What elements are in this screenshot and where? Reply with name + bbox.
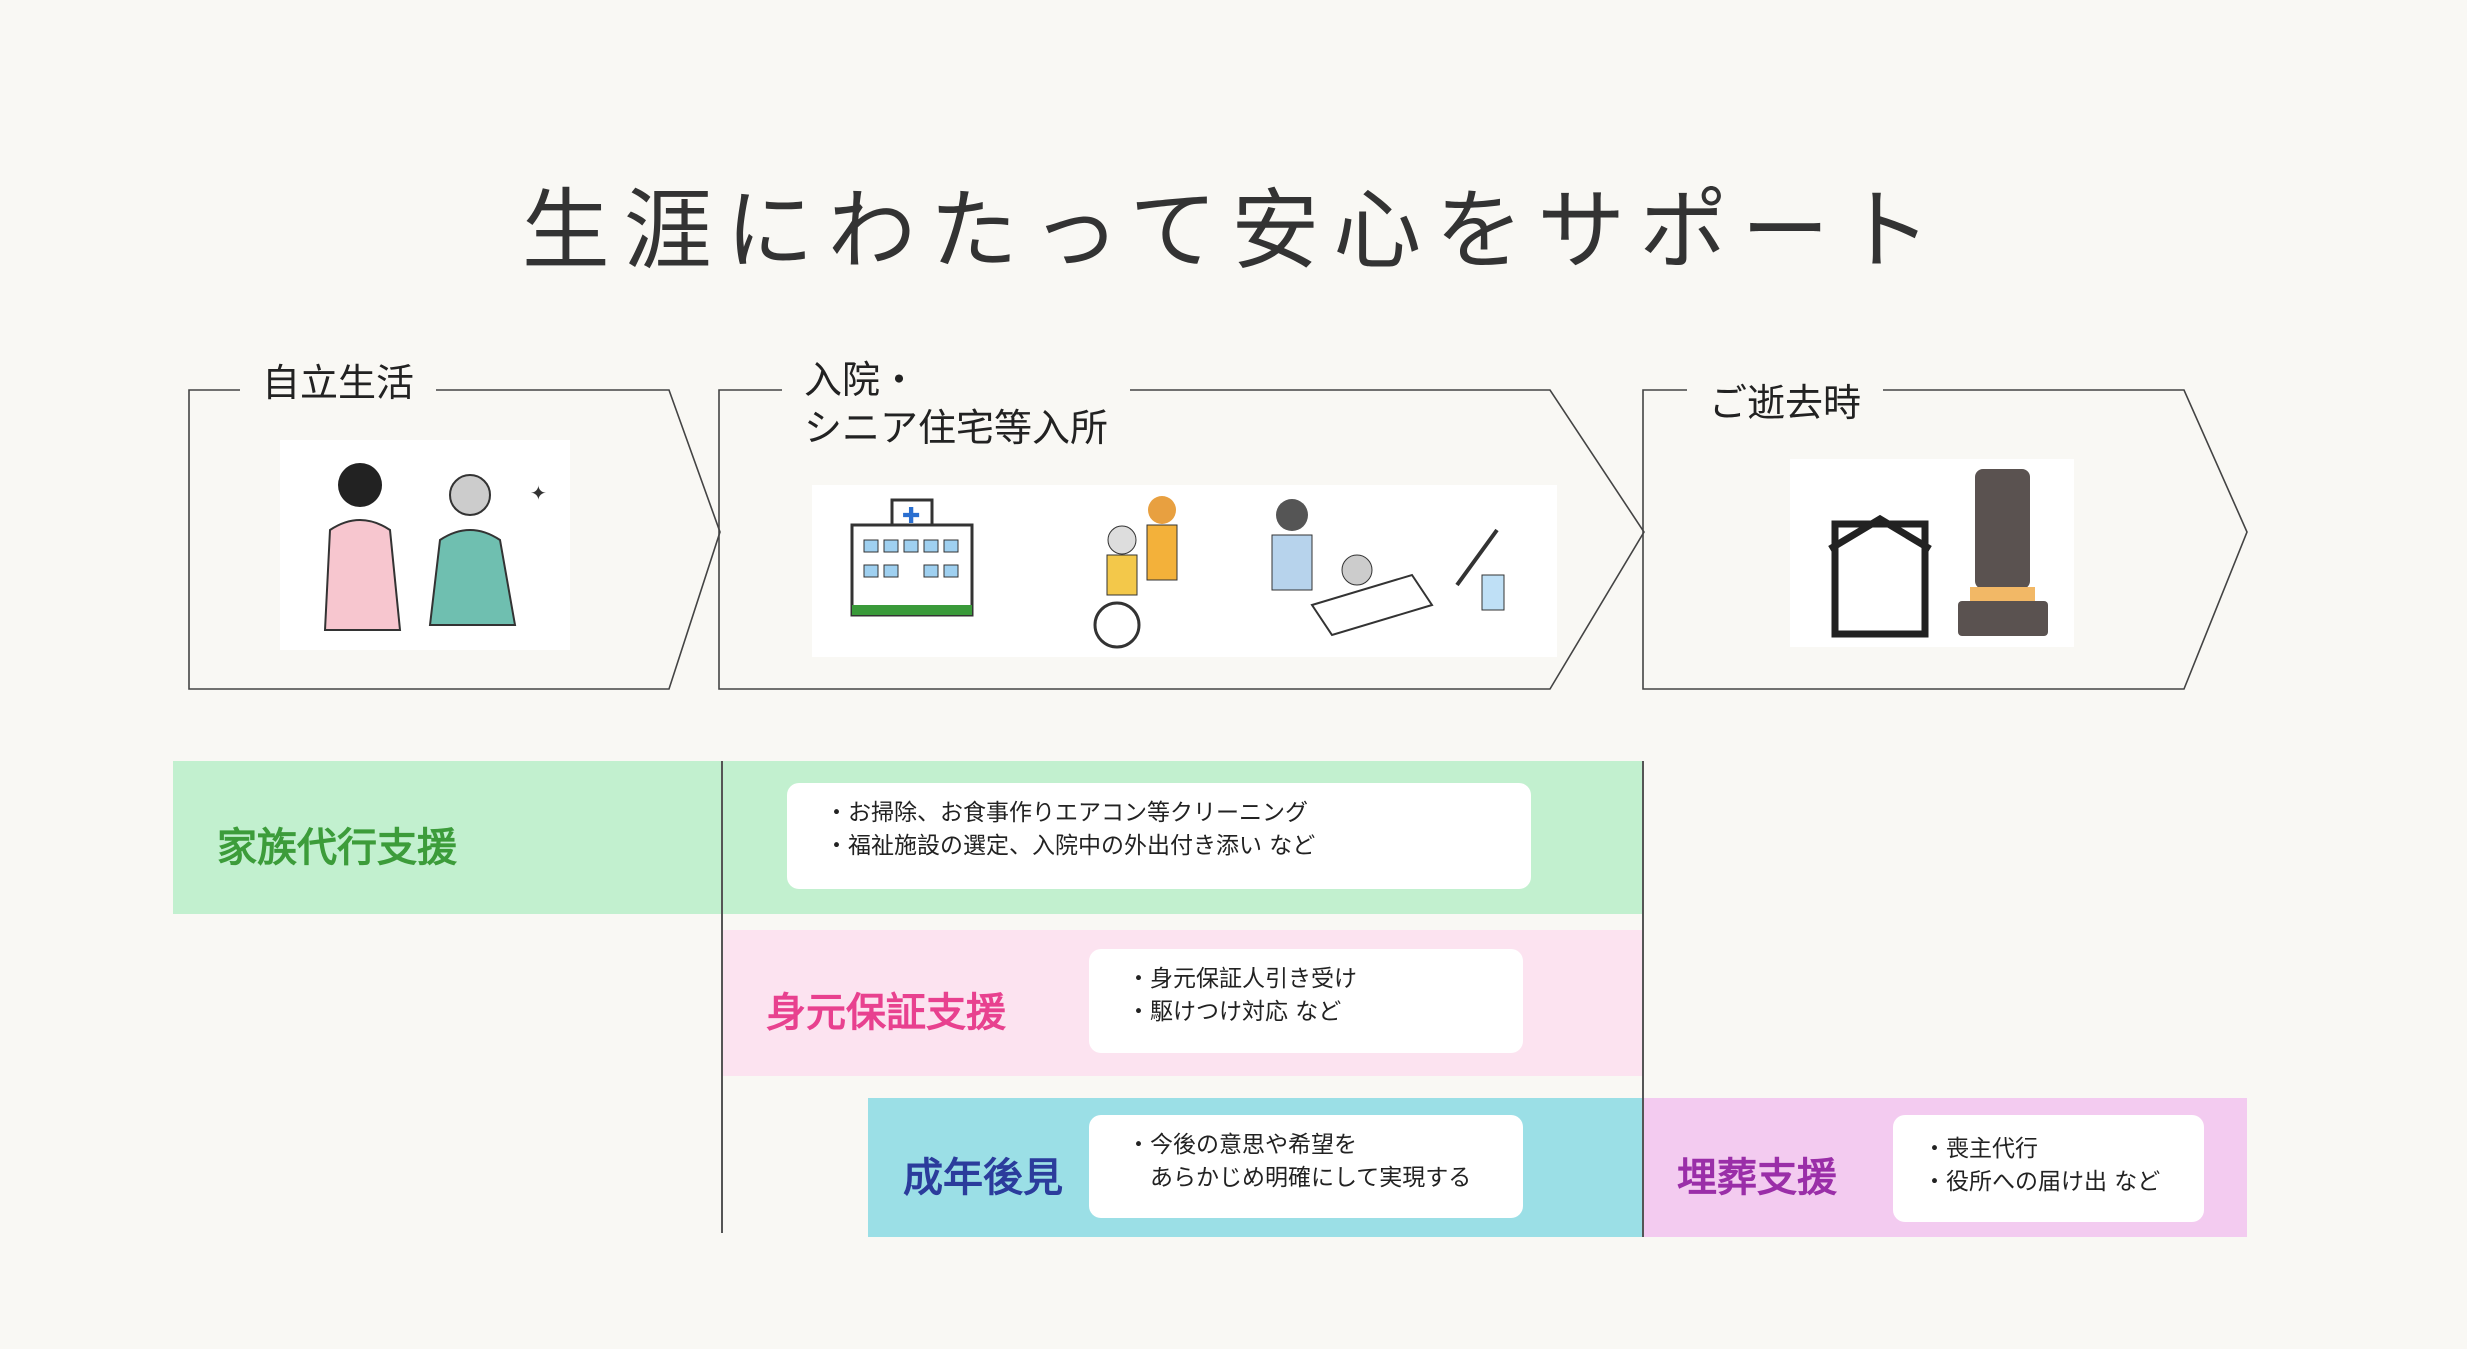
svg-text:✦: ✦ <box>530 481 547 505</box>
service-label-guarantor: 身元保証支援 <box>766 990 1006 1036</box>
stage-label-line: 入院・ <box>804 358 919 402</box>
hospital-icon: ✚ <box>850 498 974 617</box>
note-line: ・駆けつけ対応 など <box>1127 999 1342 1025</box>
service-label-burial: 埋葬支援 <box>1677 1155 1837 1201</box>
stage-label-death: ご逝去時 <box>1687 379 1884 427</box>
divider-line <box>1642 761 1644 1237</box>
stage-arrow-death <box>1642 389 2248 690</box>
stage-label-hospital: 入院・ シニア住宅等入所 <box>782 356 1131 452</box>
note-line: ・お掃除、お食事作りエアコン等クリーニング <box>825 800 1308 826</box>
service-note-family-proxy: ・お掃除、お食事作りエアコン等クリーニング ・福祉施設の選定、入院中の外出付き添… <box>787 783 1531 889</box>
stage-label-independent: 自立生活 <box>240 359 437 407</box>
stage-label-line: シニア住宅等入所 <box>804 406 1109 450</box>
note-line: ・喪主代行 <box>1923 1136 2038 1162</box>
divider-line <box>721 761 723 1233</box>
service-note-guarantor: ・身元保証人引き受け ・駆けつけ対応 など <box>1089 949 1523 1053</box>
hospital-illustrations: ✚ <box>812 485 1557 657</box>
gravestone-icon <box>1975 469 2030 589</box>
service-label-family-proxy: 家族代行支援 <box>217 825 457 871</box>
note-line: ・身元保証人引き受け <box>1127 966 1357 992</box>
caregiver-icon: ✦ <box>323 463 547 631</box>
funeral-frame-icon <box>1828 469 2048 638</box>
caregiver-illustration: ✦ <box>280 440 570 650</box>
service-label-guardianship: 成年後見 <box>903 1155 1063 1201</box>
stage-arrow-hospital <box>718 389 1645 690</box>
service-note-guardianship: ・今後の意思や希望を あらかじめ明確にして実現する <box>1089 1115 1523 1218</box>
note-line: ・福祉施設の選定、入院中の外出付き添い など <box>825 833 1316 859</box>
service-note-burial: ・喪主代行 ・役所への届け出 など <box>1893 1115 2204 1222</box>
note-line: ・役所への届け出 など <box>1923 1169 2161 1195</box>
note-line: ・今後の意思や希望を <box>1127 1132 1357 1158</box>
stage-arrow-independent <box>188 389 721 690</box>
page-title: 生涯にわたって安心をサポート <box>521 179 1946 282</box>
svg-text:✚: ✚ <box>902 504 920 529</box>
wheelchair-care-icon <box>1093 496 1178 649</box>
note-line: あらかじめ明確にして実現する <box>1127 1165 1472 1191</box>
funeral-illustrations <box>1790 459 2074 647</box>
bedside-care-icon <box>1271 499 1505 637</box>
